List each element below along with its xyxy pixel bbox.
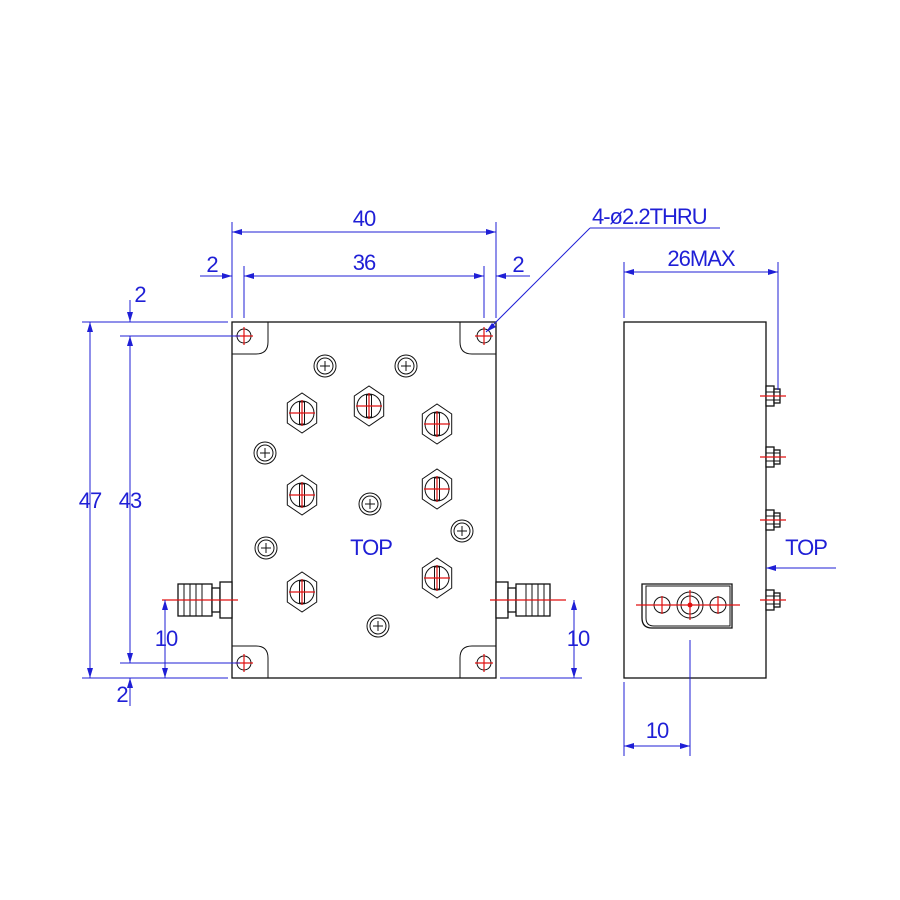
side-screw-stub xyxy=(760,446,786,468)
housing-outline xyxy=(231,321,497,679)
dim-connector-left: 10 xyxy=(155,626,178,651)
dim-edge-bottom: 2 xyxy=(116,682,128,707)
dim-height-max: 26MAX xyxy=(667,246,735,271)
dimensions-top-view: 40 36 2 2 4-ø2.2THRU 47 43 xyxy=(79,204,720,707)
corner-pad-tr xyxy=(459,322,496,355)
dim-height-overall: 47 xyxy=(79,488,102,513)
hole-callout: 4-ø2.2THRU xyxy=(592,204,707,229)
mounting-hole-tr xyxy=(475,327,493,345)
mounting-hole-br xyxy=(475,654,493,672)
tuning-screws xyxy=(286,385,453,613)
dim-edge-top: 2 xyxy=(134,282,146,307)
small-screws xyxy=(253,354,474,638)
side-view-top-label: TOP xyxy=(785,535,827,560)
tuning-screw xyxy=(421,468,453,510)
dim-side-connector: 10 xyxy=(646,718,669,743)
sma-connector-right xyxy=(490,581,566,619)
dim-width-overall: 40 xyxy=(353,206,376,231)
phillips-screw xyxy=(450,519,474,543)
dim-connector-right: 10 xyxy=(567,626,590,651)
side-view: TOP xyxy=(623,321,836,679)
phillips-screw xyxy=(394,354,418,378)
dim-edge-left: 2 xyxy=(206,252,218,277)
side-screw-stub xyxy=(760,509,786,531)
tuning-screw xyxy=(286,392,318,434)
phillips-screw xyxy=(254,536,278,560)
side-connector-flange xyxy=(636,583,740,629)
side-screw-stub xyxy=(760,589,786,611)
tuning-screw xyxy=(286,474,318,516)
dimensions-side-view: 26MAX 10 xyxy=(623,246,779,756)
corner-pad-tl xyxy=(232,322,269,355)
phillips-screw xyxy=(253,441,277,465)
side-screw-stub xyxy=(760,385,786,407)
corner-pad-br xyxy=(459,645,496,678)
top-view-label: TOP xyxy=(350,535,392,560)
dim-edge-right: 2 xyxy=(512,252,524,277)
tuning-screw xyxy=(421,557,453,599)
tuning-screw xyxy=(286,571,318,613)
corner-pad-bl xyxy=(232,645,269,678)
side-screw-stubs xyxy=(760,385,786,611)
dim-width-holes: 36 xyxy=(353,250,376,275)
phillips-screw xyxy=(358,492,382,516)
tuning-screw xyxy=(353,385,385,427)
phillips-screw xyxy=(313,354,337,378)
top-view: TOP xyxy=(162,321,566,679)
dim-height-holes: 43 xyxy=(119,488,142,513)
tuning-screw xyxy=(421,403,453,445)
phillips-screw xyxy=(366,614,390,638)
sma-connector-left xyxy=(162,581,238,619)
